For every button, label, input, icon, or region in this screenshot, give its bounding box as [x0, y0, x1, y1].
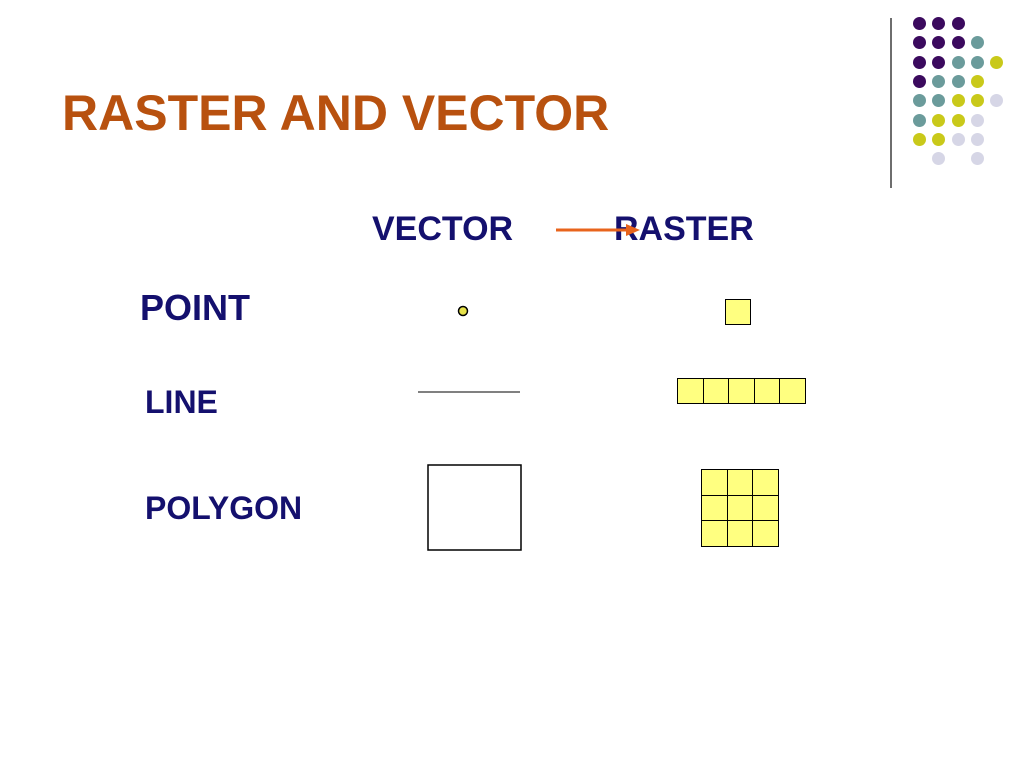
decor-dot-yellow — [913, 132, 926, 146]
raster-line-cell — [702, 378, 730, 404]
decor-dot-teal — [913, 113, 926, 127]
raster-polygon-cell — [752, 494, 780, 522]
decor-dot-lavender — [970, 132, 984, 146]
decor-dot-purple — [913, 17, 926, 30]
decor-dot-teal — [951, 74, 965, 88]
decor-dot-teal — [932, 74, 946, 88]
decor-dot-lavender — [932, 152, 946, 166]
divider-line — [890, 18, 892, 188]
decor-dot-teal — [951, 55, 965, 69]
decor-dot-purple — [913, 55, 926, 69]
raster-polygon-cell — [701, 520, 728, 548]
raster-line-cell — [728, 378, 755, 404]
slide-title: RASTER AND VECTOR — [62, 85, 610, 141]
decor-dot-yellow — [970, 74, 984, 88]
raster-line-cell — [753, 378, 781, 404]
raster-polygon-cell — [726, 494, 754, 522]
decor-dot-yellow — [932, 113, 946, 127]
conversion-arrow-head — [626, 224, 640, 236]
row-label-line: LINE — [145, 384, 218, 420]
decor-dot-lavender — [970, 113, 984, 127]
decor-dot-yellow — [951, 94, 965, 108]
raster-line-cell — [677, 378, 704, 404]
raster-polygon-cell — [752, 469, 780, 496]
raster-polygon-cell — [701, 494, 728, 522]
decor-dot-yellow — [970, 94, 984, 108]
vector-point — [457, 305, 469, 317]
row-label-point: POINT — [140, 287, 251, 328]
raster-line-cell — [779, 378, 806, 404]
decor-dot-purple — [932, 17, 946, 30]
decor-dot-lavender — [970, 152, 984, 166]
decor-dot-purple — [951, 17, 965, 30]
decor-dot-teal — [932, 94, 946, 108]
decor-dot-yellow — [932, 132, 946, 146]
decor-dot-lavender — [990, 94, 1004, 108]
decor-dot-teal — [913, 94, 926, 108]
decor-dot-yellow — [951, 113, 965, 127]
decor-dot-teal — [970, 55, 984, 69]
raster-polygon-cell — [726, 520, 754, 548]
decor-dot-teal — [970, 36, 984, 50]
raster-polygon-cell — [752, 520, 780, 548]
decor-dot-purple — [913, 36, 926, 50]
raster-polygon-cell — [726, 469, 754, 496]
raster-polygon-cell — [701, 469, 728, 496]
decor-dot-purple — [951, 36, 965, 50]
vector-header: VECTOR — [372, 210, 514, 248]
decor-dot-purple — [913, 74, 926, 88]
decor-dot-purple — [932, 36, 946, 50]
decor-dot-yellow — [990, 55, 1004, 69]
decor-dot-lavender — [951, 132, 965, 146]
decor-dot-purple — [932, 55, 946, 69]
row-label-polygon: POLYGON — [145, 490, 303, 526]
vector-polygon — [427, 464, 522, 551]
raster-point-cell — [725, 299, 751, 325]
